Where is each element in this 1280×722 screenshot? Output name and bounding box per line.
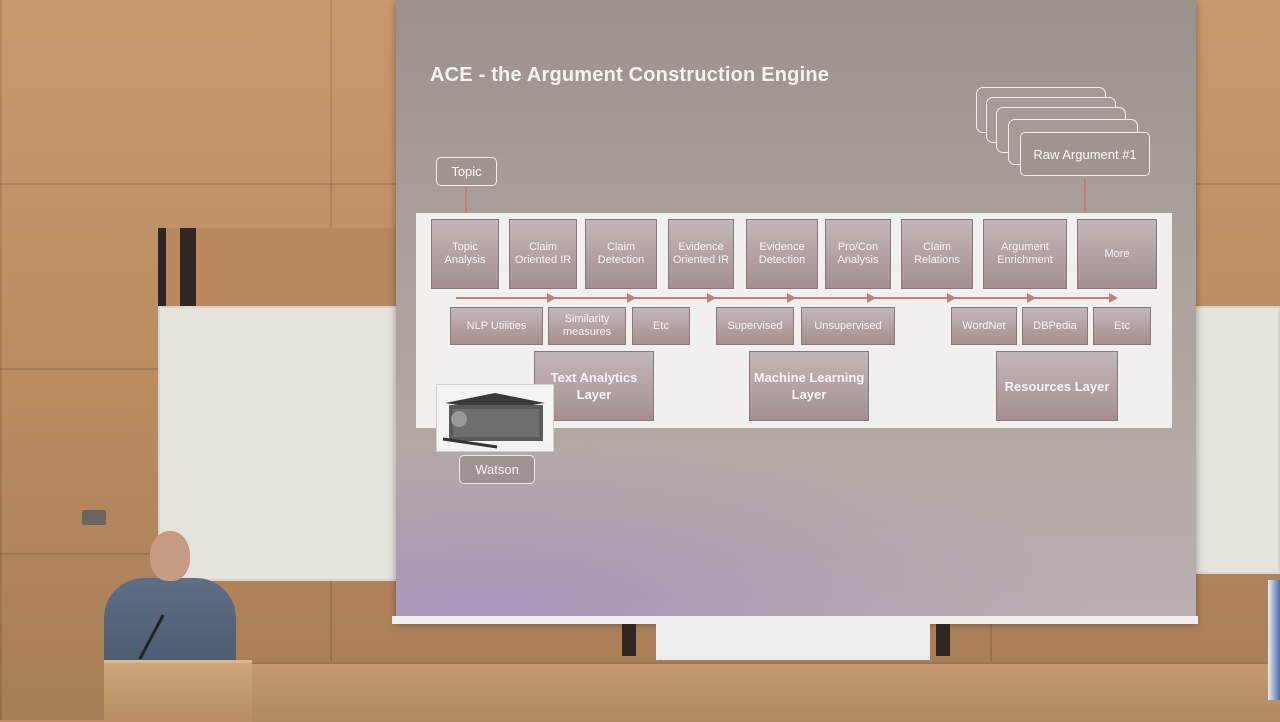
topic-label: Topic: [451, 164, 482, 179]
etc-text-box: Etc: [632, 307, 690, 345]
flow-arrowhead: [787, 293, 796, 303]
projection-screen: ACE - the Argument Construction Engine R…: [396, 0, 1196, 622]
speaker-head: [150, 531, 190, 581]
resources-layer: Resources Layer: [996, 351, 1118, 421]
left-board-rail: [158, 228, 398, 306]
screen-leg-right: [936, 624, 950, 656]
raw-argument-arrow: [1084, 178, 1086, 213]
stage-desk: [252, 662, 1280, 722]
flow-arrowhead: [627, 293, 636, 303]
flow-arrowhead: [1109, 293, 1118, 303]
dbpedia-box: DBPedia: [1022, 307, 1088, 345]
podium: [104, 660, 252, 720]
pipeline-claim-relations: Claim Relations: [901, 219, 973, 289]
supervised-box: Supervised: [716, 307, 794, 345]
flow-arrowhead: [707, 293, 716, 303]
watson-box: Watson: [459, 455, 535, 484]
similarity-measures-box: Similarity measures: [548, 307, 626, 345]
pipeline-evidence-oriented-ir: Evidence Oriented IR: [668, 219, 734, 289]
screen-leg-left: [622, 624, 636, 656]
pipeline-evidence-detection: Evidence Detection: [746, 219, 818, 289]
pipeline-argument-enrichment: Argument Enrichment: [983, 219, 1067, 289]
pipeline-flow-line: [456, 297, 1116, 299]
wordnet-box: WordNet: [951, 307, 1017, 345]
pipeline-claim-detection: Claim Detection: [585, 219, 657, 289]
pipeline-claim-oriented-ir: Claim Oriented IR: [509, 219, 577, 289]
flow-arrowhead: [947, 293, 956, 303]
watson-server-image: [436, 384, 554, 452]
left-board-post: [158, 228, 166, 306]
flag: [1268, 580, 1280, 700]
flow-arrowhead: [547, 293, 556, 303]
flow-arrowhead: [1027, 293, 1036, 303]
speaker-body: [104, 578, 236, 668]
wall-outlet: [82, 510, 106, 525]
etc-resources-box: Etc: [1093, 307, 1151, 345]
topic-box: Topic: [436, 157, 497, 186]
raw-argument-box: Raw Argument #1: [1020, 132, 1150, 176]
slide-title: ACE - the Argument Construction Engine: [430, 64, 830, 86]
pipeline-pro-con-analysis: Pro/Con Analysis: [825, 219, 891, 289]
left-whiteboard: [158, 306, 398, 581]
left-board-post-2: [180, 228, 196, 306]
server-icon: [442, 393, 545, 449]
right-whiteboard: [1190, 306, 1280, 574]
flow-arrowhead: [867, 293, 876, 303]
raw-argument-label: Raw Argument #1: [1033, 146, 1137, 162]
text-analytics-layer: Text Analytics Layer: [534, 351, 654, 421]
machine-learning-layer: Machine Learning Layer: [749, 351, 869, 421]
watson-label: Watson: [475, 462, 519, 477]
pipeline-more: More: [1077, 219, 1157, 289]
pipeline-topic-analysis: Topic Analysis: [431, 219, 499, 289]
unsupervised-box: Unsupervised: [801, 307, 895, 345]
screen-bottom-bar: [392, 616, 1198, 624]
topic-arrow: [465, 186, 467, 219]
control-box: [656, 624, 930, 660]
nlp-utilities-box: NLP Utilities: [450, 307, 543, 345]
